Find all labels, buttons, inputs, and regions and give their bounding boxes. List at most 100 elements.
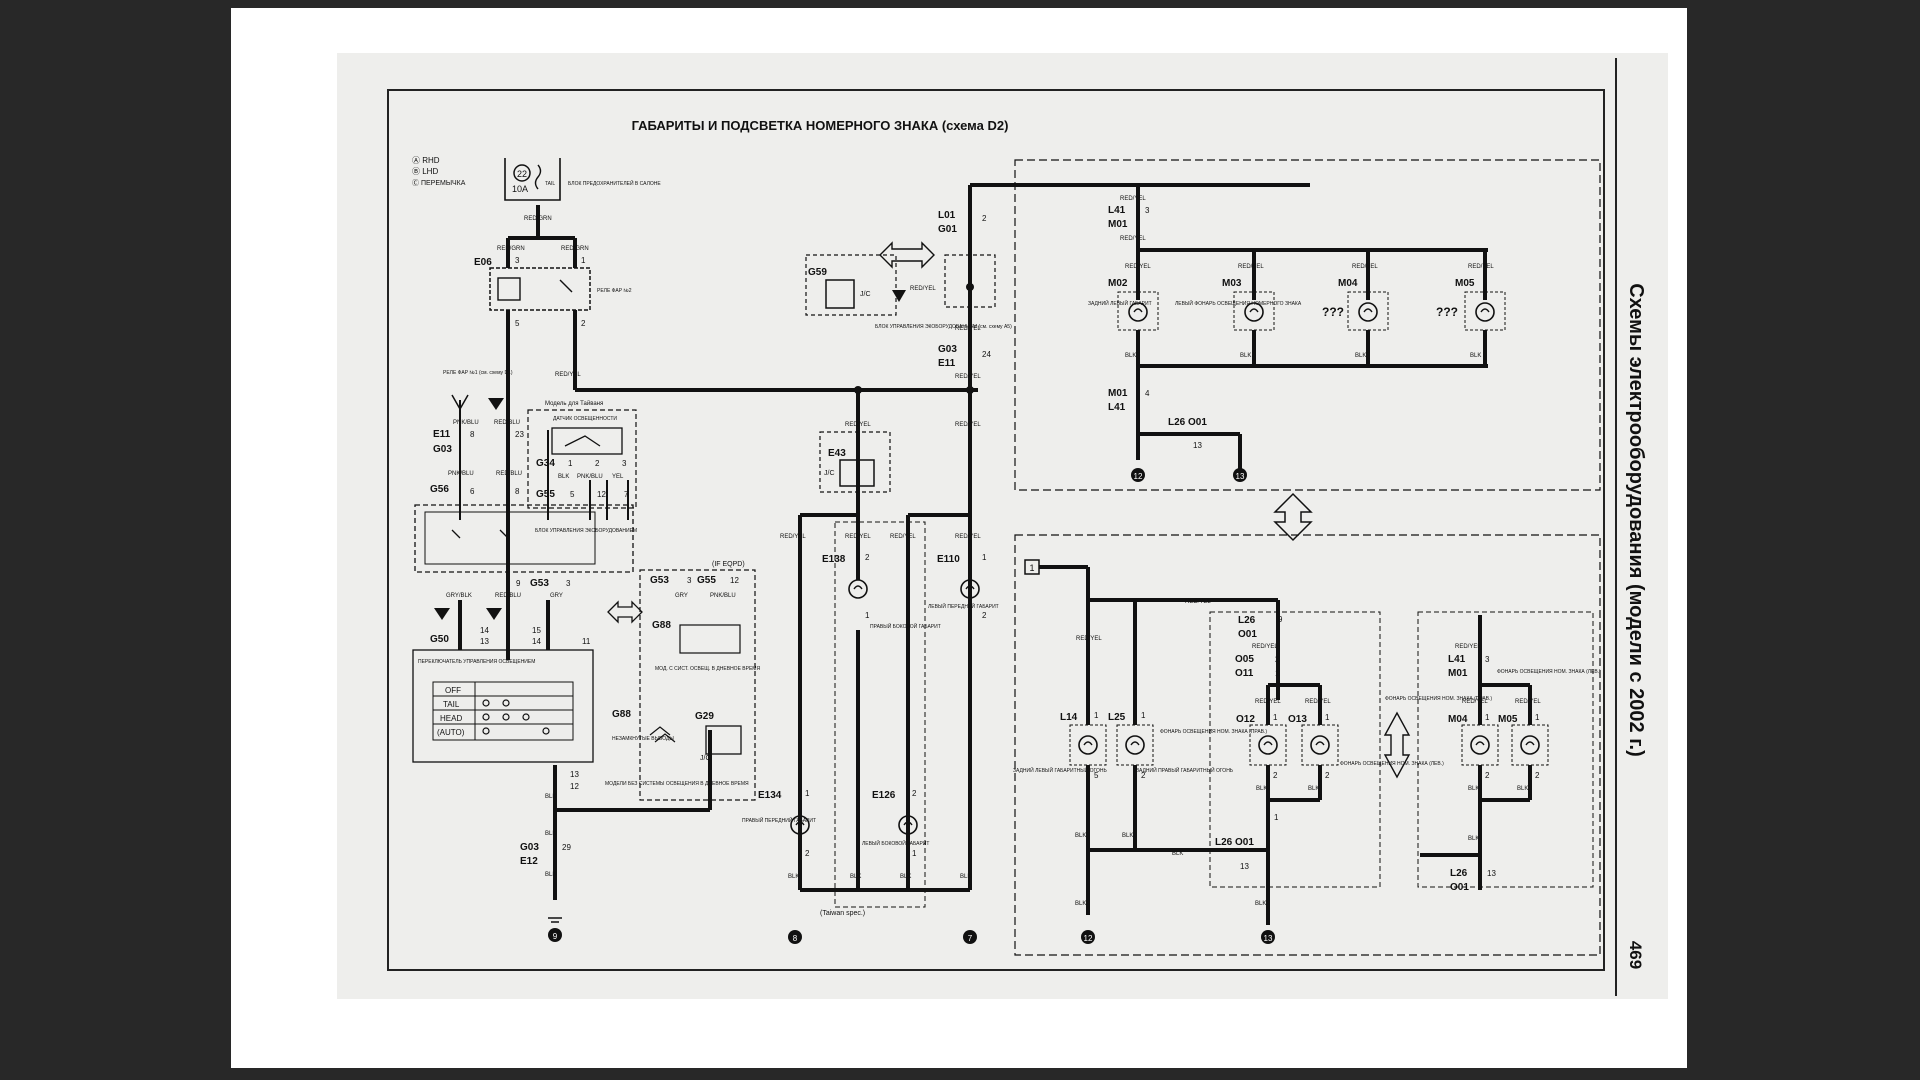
wire-red-yel-m04: RED/YEL [1352,264,1378,270]
connector-o12: O12 [1236,714,1255,725]
drl-module-box [679,624,741,654]
ground-triangle-icon-3 [486,608,502,620]
wire-blk-e12: BLK [545,872,556,878]
wire-red-yel-l41b: RED/YEL [1455,644,1481,650]
drl-module-label: МОД. С СИСТ. ОСВЕЩ. В ДНЕВНОЕ ВРЕМЯ [655,666,760,672]
wire-red-yel-o13: RED/YEL [1305,699,1331,705]
fuse-icon [534,164,542,190]
e11-pin8: 8 [470,430,475,439]
ecu-transistor-icon [451,529,509,539]
diagram-title: ГАБАРИТЫ И ПОДСВЕТКА НОМЕРНОГО ЗНАКА (сх… [632,118,1009,133]
g50-pin15: 15 [532,626,541,635]
wire-pnk-blu-3: PNK/BLU [710,593,736,599]
l25-pin2: 2 [1141,771,1146,780]
ground-7-label: 7 [968,934,973,943]
connector-l41: L41 [1108,205,1126,216]
wire-blk-e126: BLK [900,874,911,880]
g29-jc-box [705,725,742,755]
switch-contacts [482,699,550,735]
wire-gry-1: GRY [550,593,563,599]
connector-g03-lower: G03 [520,842,539,853]
switch-pin13: 13 [570,770,579,779]
junction-dot-3 [966,386,974,394]
m04b-pin1: 1 [1485,713,1490,722]
ecu-ref-label: БЛОК УПРАВЛЕНИЯ ЭКОБОРУДОВАНИЕМ (см. схе… [875,324,1012,330]
e138-lamp-icon [848,579,868,599]
o13-pin2: 2 [1325,771,1330,780]
light-sensor-label: ДАТЧИК ОСВЕЩЕННОСТИ [553,416,617,422]
rear-bottom-lamps [1069,724,1549,766]
e110-pin2: 2 [982,611,987,620]
connector-g56: G56 [430,484,449,495]
taiwan-model-box [527,409,637,509]
g56-pin8: 8 [515,487,520,496]
connector-l26-b: L26 [1238,615,1256,626]
plate-lamp-box-1 [1209,611,1381,888]
wire-red-grn-right: RED/GRN [561,246,589,252]
connector-l26-c: L26 [1450,868,1468,879]
connector-o13: O13 [1288,714,1307,725]
wire-gry-blk: GRY/BLK [446,593,472,599]
swap-arrow-icon [607,600,643,624]
fuse-number-circle [513,164,531,182]
g59-box [805,254,897,316]
wire-blk-switch: BLK [545,794,556,800]
switch-pin12: 12 [570,782,579,791]
wire-red-yel-m04b: RED/YEL [1462,699,1488,705]
connector-e06: E06 [474,257,492,268]
e06-pin2: 2 [581,319,586,328]
connector-e11-center: E11 [938,358,956,369]
rear-bottom-wires [1039,565,1532,925]
unused-terminal-icon [649,726,676,743]
connector-g53: G53 [650,575,669,586]
connector-m05: M05 [1455,278,1475,289]
m05b-pin1: 1 [1535,713,1540,722]
connector-o05: O05 [1235,654,1254,665]
e43-jc-icon [839,459,875,487]
g34-pin1: 1 [568,459,573,468]
ground-13b-icon [1261,930,1275,944]
g34-pin2: 2 [595,459,600,468]
ecu-ref-arrow-icon [892,290,906,302]
ground-13-icon [1233,468,1247,482]
rear-right-lamp-label: ЗАДНИЙ ПРАВЫЙ ГАБАРИТНЫЙ ОГОНЬ [1136,766,1234,774]
connector-m03: M03 [1222,278,1242,289]
connector-e12: E12 [520,856,538,867]
g59-jc-label: J/C [860,291,871,298]
l01-pin2: 2 [982,214,987,223]
ground-symbol-9 [548,917,562,923]
wire-blk-e138: BLK [850,874,861,880]
l14-pin5: 5 [1094,771,1099,780]
o05-pin2: 2 [1275,655,1280,664]
connector-g53-left: G53 [530,578,549,589]
relay2-box [489,267,591,311]
connector-l41-lower: L41 [1108,402,1126,413]
wire-red-yel-e126: RED/YEL [890,534,916,540]
wire-red-yel-relay: RED/YEL [555,372,581,378]
if-eqpd-label: (IF EQPD) [712,561,745,568]
wire-red-yel-m01: RED/YEL [1120,236,1146,242]
wire-red-yel-center-2: RED/YEL [955,374,981,380]
fuse-block-label: БЛОК ПРЕДОХРАНИТЕЛЕЙ В САЛОНЕ [568,179,661,187]
o05-pin1: 1 [1275,669,1280,678]
connector-g50: G50 [430,634,449,645]
connector-e11: E11 [433,429,451,440]
connector-g29: G29 [695,711,714,722]
wire-blk-m05: BLK [1470,353,1481,359]
ecu-label: БЛОК УПРАВЛЕНИЯ ЭКОБОРУДОВАНИЕМ [535,528,637,534]
wire-blk-m02: BLK [1125,353,1136,359]
connector-l26-o01-top: L26 O01 [1168,417,1207,428]
connector-m01-b: M01 [1448,668,1468,679]
wire-blk-l25: BLK [1122,833,1133,839]
ground-13b-label: 13 [1264,934,1273,943]
e11-pin23: 23 [515,430,524,439]
relay1-arrow-icon [451,394,469,411]
wire-red-yel-m05: RED/YEL [1468,264,1494,270]
fuse-number: 22 [517,169,527,179]
wire-red-yel-m05b: RED/YEL [1515,699,1541,705]
m01-pin4: 4 [1145,389,1150,398]
wire-red-yel-e138: RED/YEL [845,534,871,540]
switch-title: ПЕРЕКЛЮЧАТЕЛЬ УПРАВЛЕНИЯ ОСВЕЩЕНИЕМ [418,659,535,665]
e11-pin24: 24 [982,350,991,359]
